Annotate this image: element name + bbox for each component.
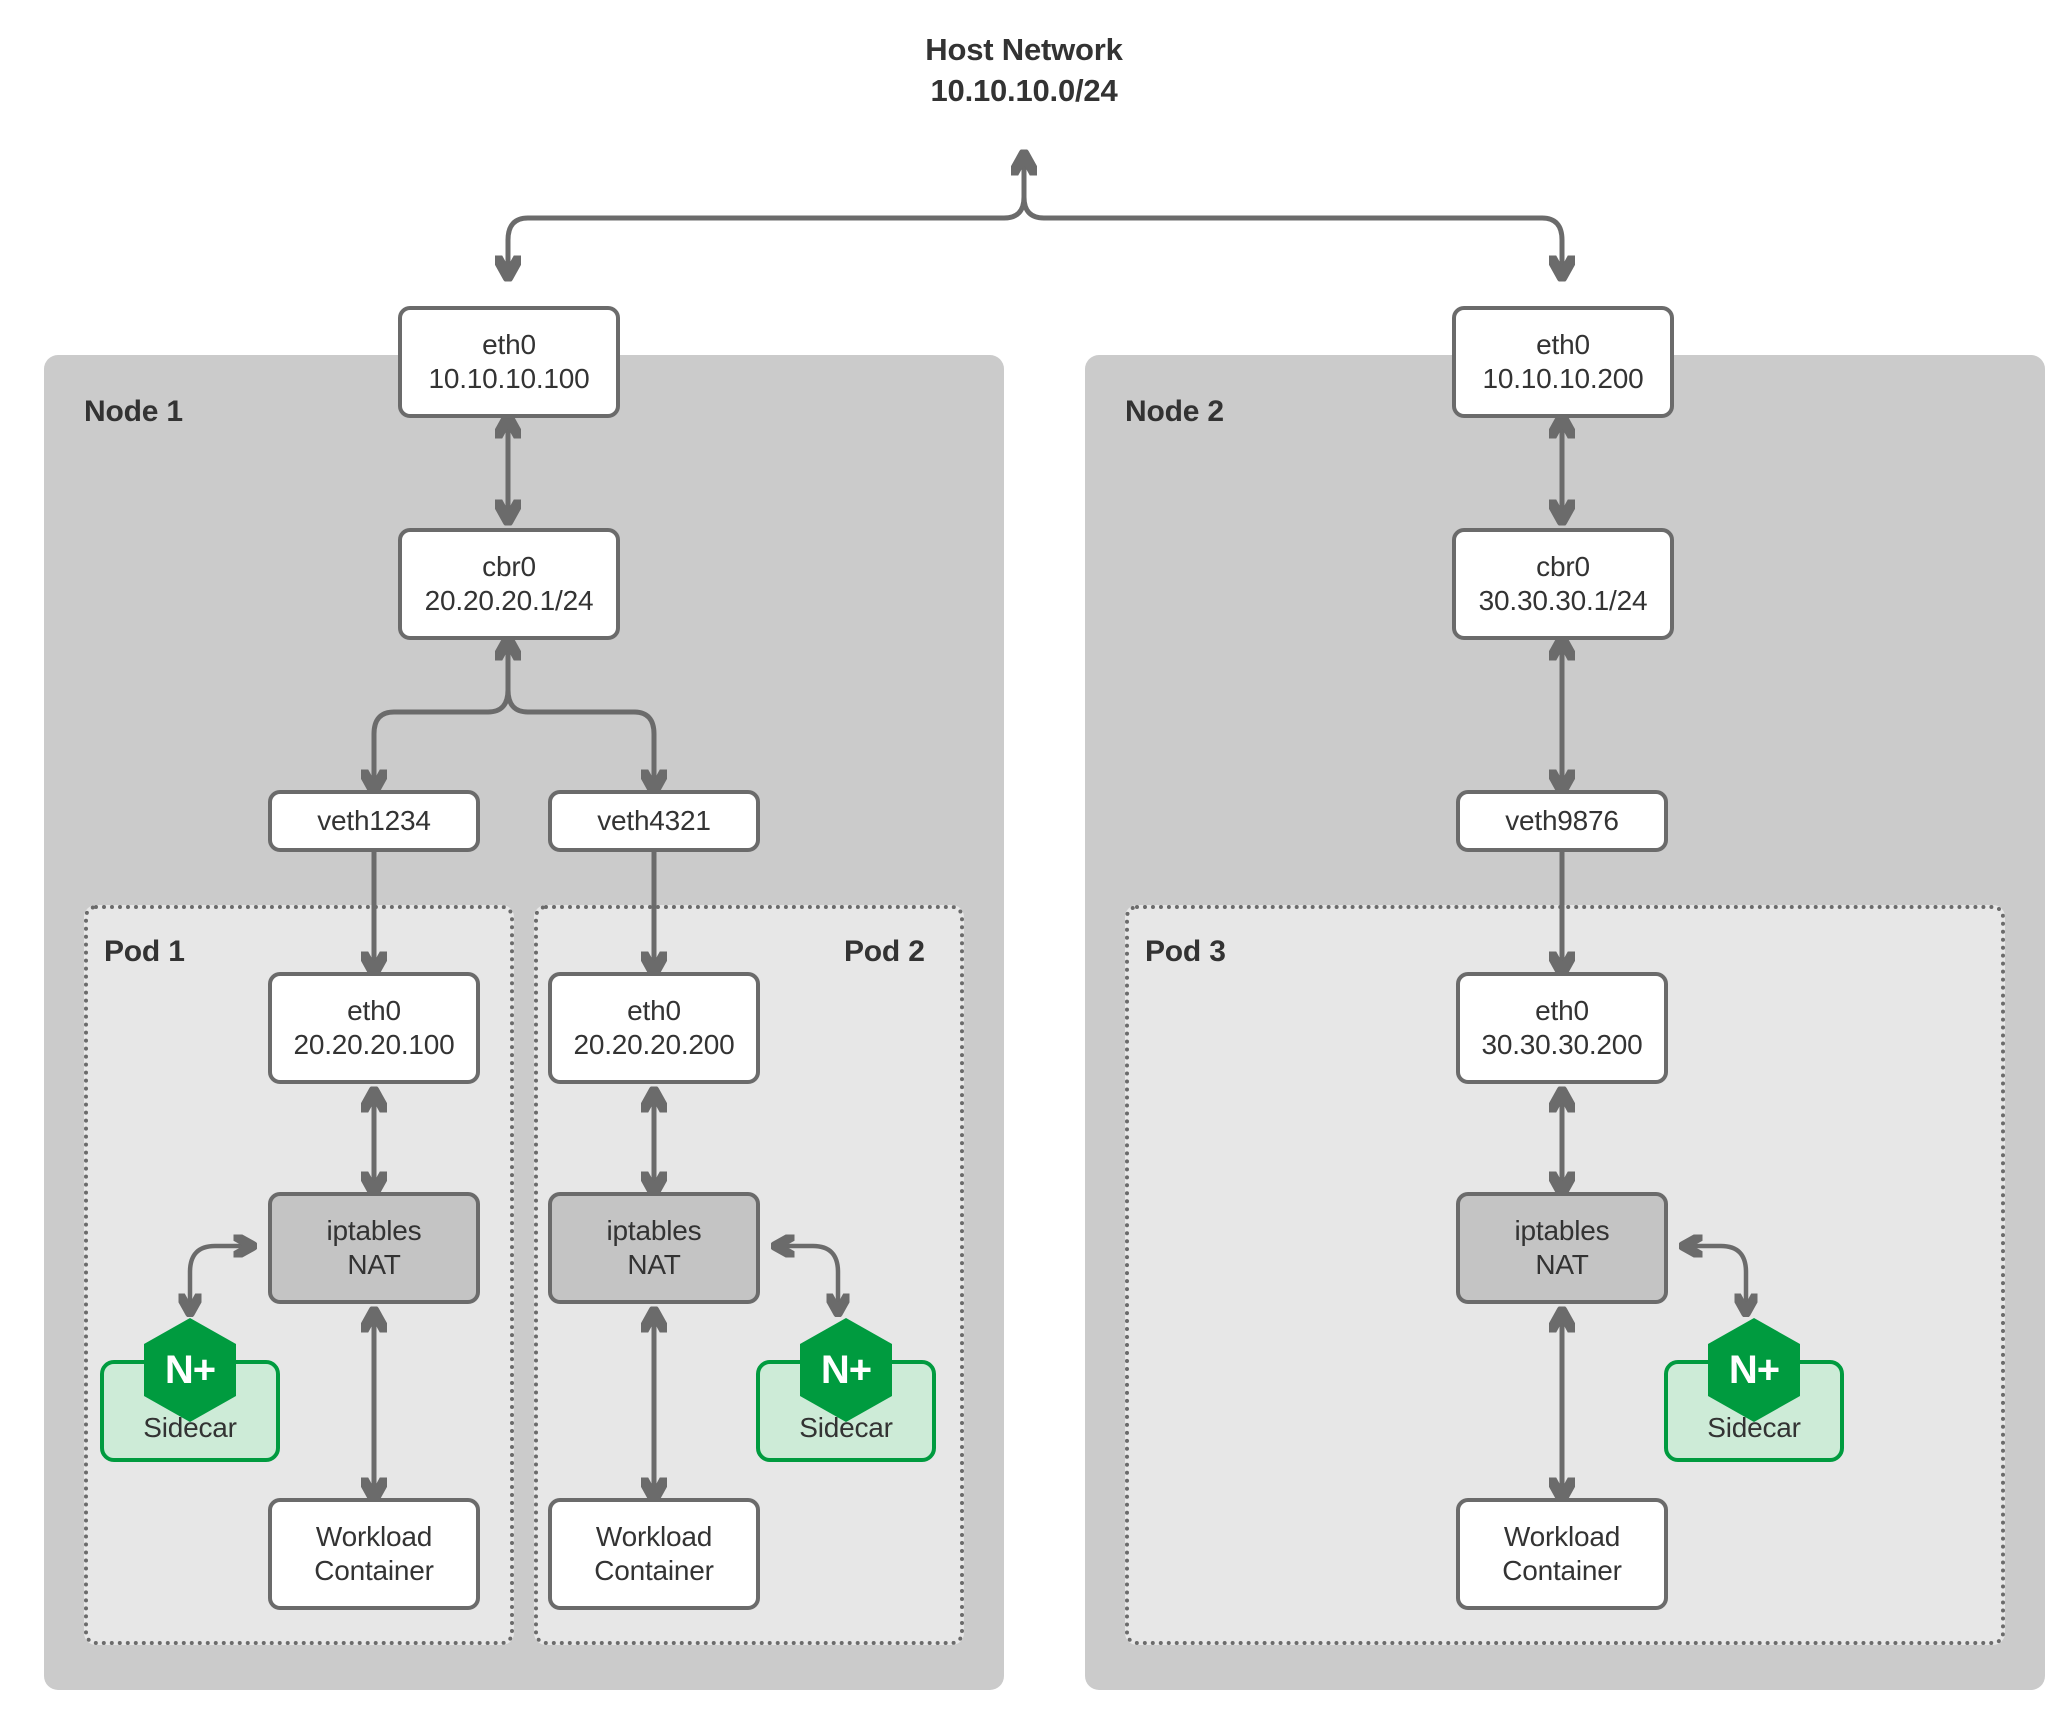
host-network-cidr: 10.10.10.0/24 — [930, 72, 1118, 108]
node-1-eth0-box[interactable]: eth0 10.10.10.100 — [398, 306, 620, 418]
node-1-label: Node 1 — [84, 395, 183, 428]
pod-3-nat-line1: iptables — [1514, 1214, 1610, 1246]
pod-2-workload-line1: Workload — [595, 1520, 713, 1552]
pod-3-iptables-nat-box[interactable]: iptables NAT — [1456, 1192, 1668, 1304]
node-1-cbr0-box[interactable]: cbr0 20.20.20.1/24 — [398, 528, 620, 640]
pod-3-nat-line2: NAT — [1535, 1249, 1589, 1280]
pod-1-iptables-nat-box[interactable]: iptables NAT — [268, 1192, 480, 1304]
node-2-eth0-ip: 10.10.10.200 — [1482, 363, 1644, 394]
pod-3-nginx-plus-icon: N+ — [1708, 1318, 1800, 1422]
node-1-veth4321-box[interactable]: veth4321 — [548, 790, 760, 852]
node-2-veth9876-box[interactable]: veth9876 — [1456, 790, 1668, 852]
node-1-cbr0-ip: 20.20.20.1/24 — [424, 585, 594, 616]
pod-1-eth0-box[interactable]: eth0 20.20.20.100 — [268, 972, 480, 1084]
pod-3-eth0-ip: 30.30.30.200 — [1481, 1029, 1643, 1060]
node-2-eth0-box[interactable]: eth0 10.10.10.200 — [1452, 306, 1674, 418]
pod-2-label: Pod 2 — [844, 935, 925, 968]
host-network-title: Host Network 10.10.10.0/24 — [0, 30, 2048, 112]
node-2-eth0-name: eth0 — [1536, 328, 1590, 360]
node-2-cbr0-name: cbr0 — [1536, 550, 1590, 582]
pod-3-eth0-box[interactable]: eth0 30.30.30.200 — [1456, 972, 1668, 1084]
pod-1-nat-line2: NAT — [347, 1249, 401, 1280]
node-1-eth0-ip: 10.10.10.100 — [428, 363, 590, 394]
pod-1-nat-line1: iptables — [326, 1214, 422, 1246]
node-1-cbr0-name: cbr0 — [482, 550, 536, 582]
pod-1-nginx-plus-text: N+ — [164, 1348, 216, 1392]
pod-1-eth0-name: eth0 — [347, 994, 401, 1026]
pod-3-workload-line2: Container — [1502, 1555, 1622, 1586]
pod-3-label: Pod 3 — [1145, 935, 1226, 968]
hexagon-shape — [144, 1318, 236, 1422]
pod-2-eth0-box[interactable]: eth0 20.20.20.200 — [548, 972, 760, 1084]
host-network-name: Host Network — [925, 32, 1123, 67]
pod-1-eth0-ip: 20.20.20.100 — [293, 1029, 455, 1060]
node-1-veth4321-label: veth4321 — [597, 804, 711, 836]
pod-1-workload-line1: Workload — [315, 1520, 433, 1552]
hexagon-shape — [1708, 1318, 1800, 1422]
pod-2-eth0-ip: 20.20.20.200 — [573, 1029, 735, 1060]
pod-3-eth0-name: eth0 — [1535, 994, 1589, 1026]
pod-2-nat-line1: iptables — [606, 1214, 702, 1246]
pod-1-label: Pod 1 — [104, 935, 185, 968]
pod-2-eth0-name: eth0 — [627, 994, 681, 1026]
hexagon-shape — [800, 1318, 892, 1422]
node-2-cbr0-ip: 30.30.30.1/24 — [1478, 585, 1648, 616]
pod-2-nginx-plus-text: N+ — [820, 1348, 872, 1392]
node-1-veth1234-label: veth1234 — [317, 804, 431, 836]
pod-1-workload-line2: Container — [314, 1555, 434, 1586]
pod-3-workload-container-box[interactable]: Workload Container — [1456, 1498, 1668, 1610]
pod-3-nginx-plus-text: N+ — [1728, 1348, 1780, 1392]
node-1-eth0-name: eth0 — [482, 328, 536, 360]
node-2-cbr0-box[interactable]: cbr0 30.30.30.1/24 — [1452, 528, 1674, 640]
pod-1-nginx-plus-icon: N+ — [144, 1318, 236, 1422]
pod-2-workload-container-box[interactable]: Workload Container — [548, 1498, 760, 1610]
pod-2-workload-line2: Container — [594, 1555, 714, 1586]
pod-2-nat-line2: NAT — [627, 1249, 681, 1280]
node-1-veth1234-box[interactable]: veth1234 — [268, 790, 480, 852]
node-2-label: Node 2 — [1125, 395, 1224, 428]
pod-3-workload-line1: Workload — [1503, 1520, 1621, 1552]
node-2-veth9876-label: veth9876 — [1505, 804, 1619, 836]
pod-2-iptables-nat-box[interactable]: iptables NAT — [548, 1192, 760, 1304]
pod-2-nginx-plus-icon: N+ — [800, 1318, 892, 1422]
pod-1-workload-container-box[interactable]: Workload Container — [268, 1498, 480, 1610]
